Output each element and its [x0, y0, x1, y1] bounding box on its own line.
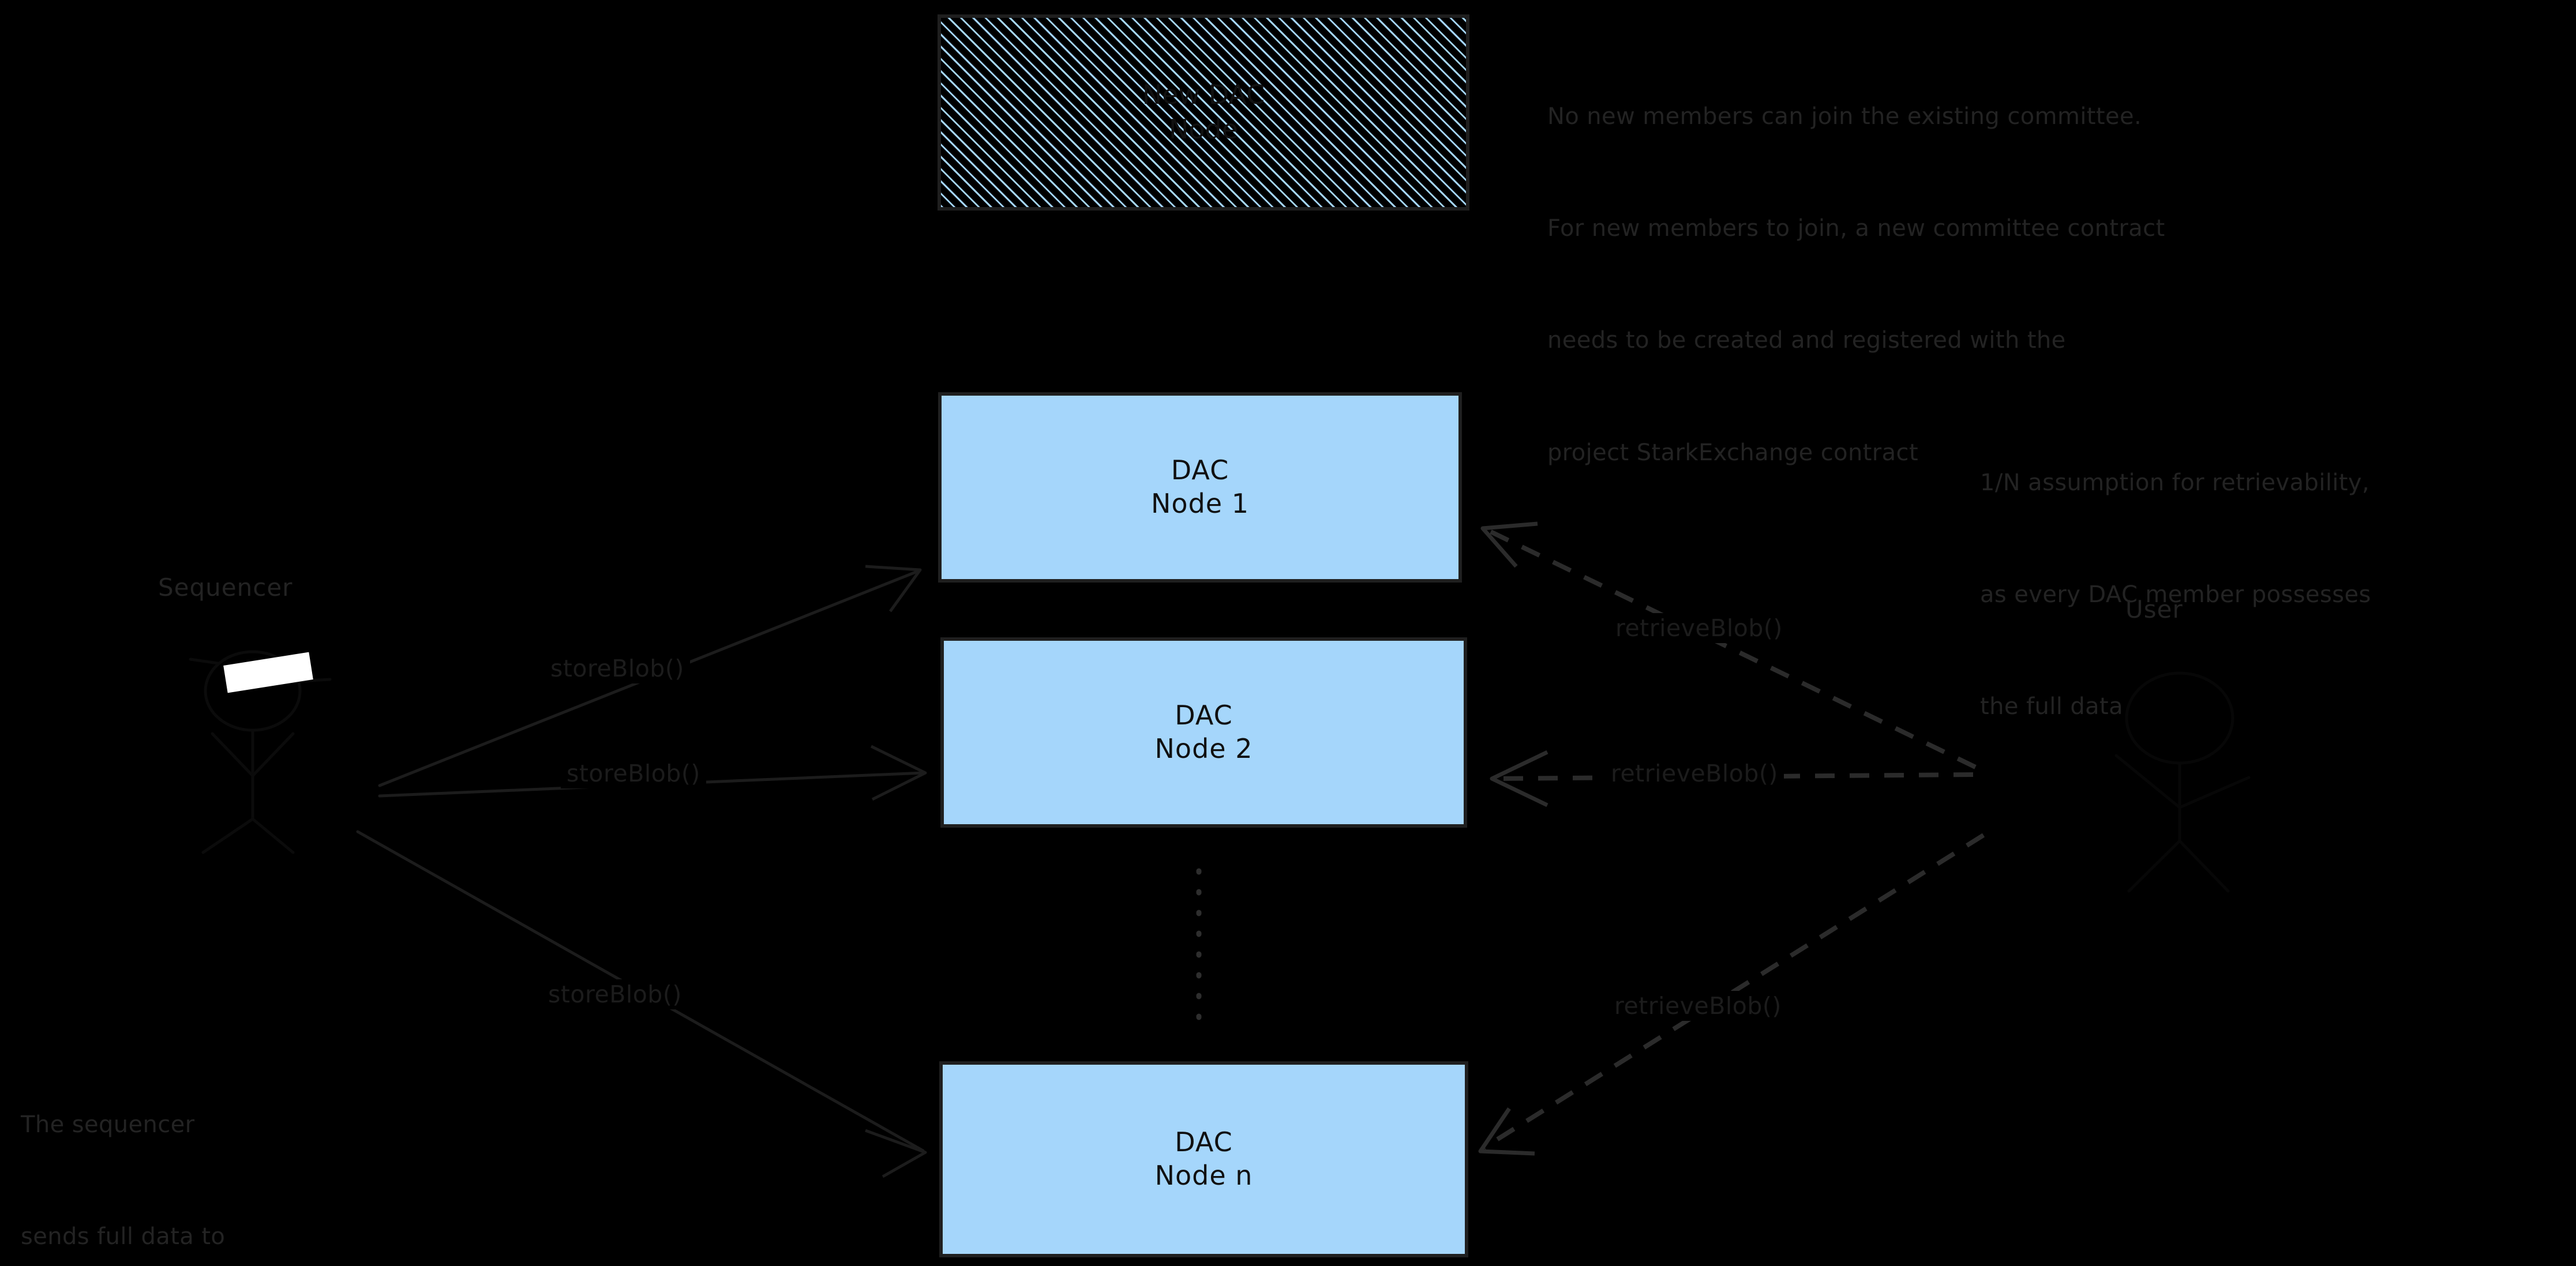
- dac-node-2-title: DAC: [1175, 700, 1233, 731]
- annotation-new-members-line-2: For new members to join, a new committee…: [1547, 215, 2165, 242]
- store-blob-label-2: storeBlob(): [561, 758, 706, 788]
- new-dac-node-box[interactable]: New DAC Node: [938, 14, 1469, 211]
- store-blob-label-1: storeBlob(): [545, 653, 690, 683]
- annotation-retrievability: 1/N assumption for retrievability, as ev…: [1980, 389, 2371, 801]
- new-dac-node-subtitle: Node: [1168, 114, 1239, 145]
- dac-node-2-box[interactable]: DAC Node 2: [940, 637, 1467, 828]
- retrieve-blob-arrow-1: [1480, 521, 1977, 769]
- annotation-new-members-line-1: No new members can join the existing com…: [1547, 103, 2142, 130]
- store-blob-label-3: storeBlob(): [542, 979, 688, 1009]
- annotation-new-members-line-4: project StarkExchange contract: [1547, 439, 1919, 466]
- annotation-parallel: The sequencer sends full data to all mem…: [21, 1031, 291, 1266]
- annotation-retrievability-line-1: 1/N assumption for retrievability,: [1980, 469, 2370, 496]
- dac-node-1-title: DAC: [1171, 454, 1229, 486]
- dac-node-n-box[interactable]: DAC Node n: [939, 1061, 1468, 1257]
- annotation-new-members-line-3: needs to be created and registered with …: [1547, 327, 2066, 354]
- user-label: User: [2125, 595, 2183, 623]
- annotation-retrievability-line-2: as every DAC member possesses: [1980, 581, 2371, 608]
- sequencer-screen-rect: [223, 652, 313, 693]
- sequencer-label: Sequencer: [158, 573, 293, 602]
- retrieve-blob-label-2: retrieveBlob(): [1605, 758, 1784, 788]
- dac-node-n-title: DAC: [1175, 1126, 1233, 1158]
- sequencer-figure[interactable]: [189, 650, 332, 854]
- annotation-parallel-line-2: sends full data to: [21, 1223, 226, 1250]
- annotation-retrievability-line-3: the full data: [1980, 693, 2124, 720]
- dac-node-2-subtitle: Node 2: [1154, 733, 1253, 764]
- retrieve-blob-label-1: retrieveBlob(): [1610, 613, 1788, 643]
- retrieve-blob-label-3: retrieveBlob(): [1608, 991, 1787, 1021]
- annotation-parallel-line-1: The sequencer: [21, 1111, 195, 1138]
- dac-node-1-box[interactable]: DAC Node 1: [938, 392, 1462, 583]
- dac-node-n-subtitle: Node n: [1154, 1160, 1253, 1191]
- new-dac-node-title: New DAC: [1142, 79, 1265, 111]
- dac-node-1-subtitle: Node 1: [1151, 488, 1249, 519]
- annotation-new-members: No new members can join the existing com…: [1547, 23, 2165, 546]
